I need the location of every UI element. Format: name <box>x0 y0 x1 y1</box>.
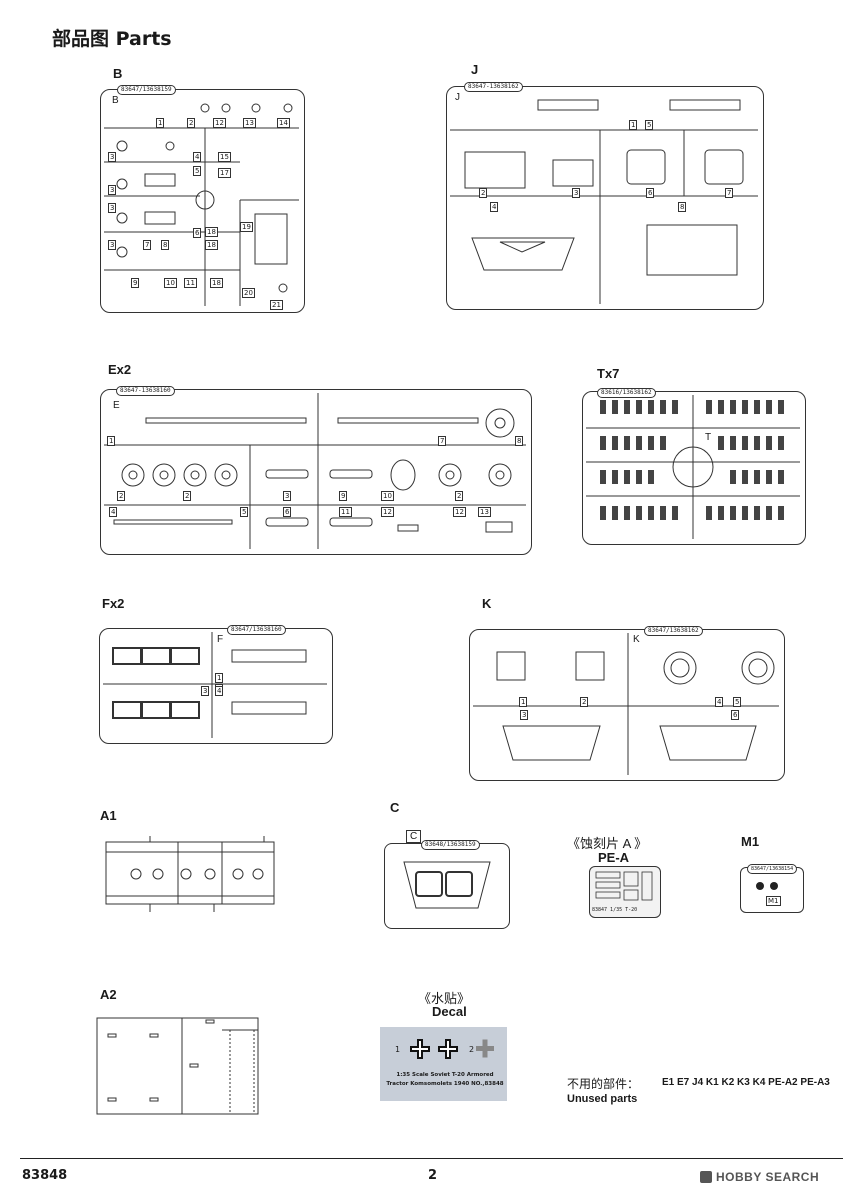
decal-line-2: Tractor Komsomolets 1940 NO.,83848 <box>386 1081 504 1087</box>
sprue-c-tag: 83648/13638159 <box>421 840 480 850</box>
footer-rule <box>20 1158 843 1159</box>
hobby-search-logo-icon <box>700 1171 712 1183</box>
sprue-c-letter: C <box>406 830 422 843</box>
sprue-j-tag: 83647-13638162 <box>464 82 523 92</box>
decal-sublabel: Decal <box>432 1004 467 1019</box>
sprue-c <box>384 843 510 929</box>
sprue-k-label: K <box>482 596 492 611</box>
sprue-e <box>100 389 532 555</box>
sprue-b-letter: B <box>112 95 119 106</box>
sprue-j <box>446 86 764 310</box>
sprue-f-letter: F <box>217 634 224 645</box>
pe-a-label: 《蚀刻片 A 》 <box>567 836 648 851</box>
sprue-f-tag: 83647/13638160 <box>227 625 286 635</box>
unused-parts-list: E1 E7 J4 K1 K2 K3 K4 PE-A2 PE-A3 <box>662 1077 830 1088</box>
pe-a-plate-text: 83847 1/35 T-20 <box>592 907 638 913</box>
watermark-text: HOBBY SEARCH <box>716 1170 820 1184</box>
sprue-b-tag: 83647/13638159 <box>117 85 176 95</box>
sprue-m1-tag: 83647/13638154 <box>747 864 798 874</box>
sprue-t-tag: 83616/13638162 <box>597 388 656 398</box>
part-a1-label: A1 <box>100 808 117 823</box>
decal-line-1: 1:35 Scale Soviet T-20 Armored <box>396 1072 494 1078</box>
unused-sublabel: Unused parts <box>567 1093 638 1105</box>
product-code: 83848 <box>22 1168 68 1183</box>
sprue-b <box>100 89 305 313</box>
hobby-search-watermark: HOBBY SEARCH <box>700 1170 819 1184</box>
sprue-b-label: B <box>113 66 123 81</box>
sprue-t-letter: T <box>705 432 712 443</box>
sprue-e-label: Ex2 <box>108 362 132 377</box>
sprue-e-tag: 83647-13638160 <box>116 386 175 396</box>
page-title: 部品图 Parts <box>52 28 172 50</box>
decal-num-2: 2 <box>469 1045 475 1054</box>
decal-num-1: 1 <box>395 1045 401 1054</box>
pe-a-sublabel: PE-A <box>598 850 630 865</box>
page-number: 2 <box>428 1168 438 1183</box>
part-a2-label: A2 <box>100 987 117 1002</box>
decal-sheet <box>380 1027 507 1101</box>
sprue-c-label: C <box>390 800 400 815</box>
unused-label: 不用的部件： <box>567 1077 640 1091</box>
sprue-m1-letter: M1 <box>766 896 781 906</box>
sprue-f-label: Fx2 <box>102 596 125 611</box>
sprue-k-tag: 83647/13638162 <box>644 626 703 636</box>
sprue-j-label: J <box>471 62 479 77</box>
sprue-j-letter: J <box>455 92 460 103</box>
decal-label: 《水贴》 <box>418 991 471 1006</box>
sprue-k-letter: K <box>633 634 640 645</box>
sprue-t-label: Tx7 <box>597 366 620 381</box>
sprue-e-letter: E <box>113 400 120 411</box>
sprue-m1-label: M1 <box>741 834 760 849</box>
